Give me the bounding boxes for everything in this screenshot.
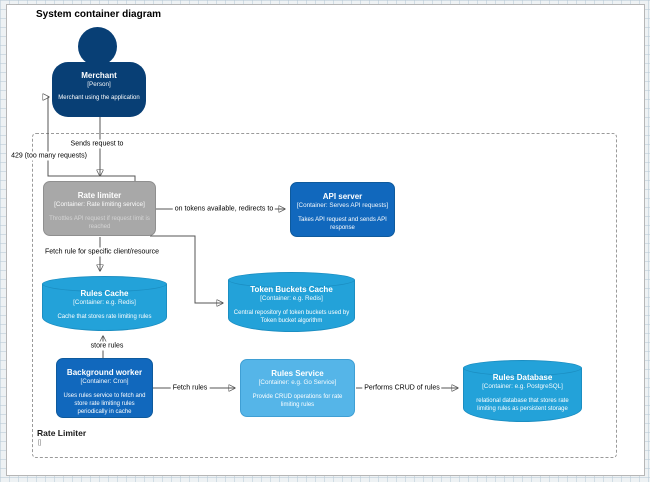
edge-label-redirects[interactable]: on tokens available, redirects to [172, 204, 276, 214]
node-type: [Container: e.g. PostgreSQL] [482, 383, 563, 390]
node-title: Merchant [81, 71, 117, 80]
node-description: Throttles API request if request limit i… [49, 216, 150, 230]
database-cylinder-top [42, 276, 167, 292]
node-description: Uses rules service to fetch and store ra… [63, 393, 146, 415]
node-description: Central repository of token buckets used… [233, 310, 350, 324]
node-title: Background worker [66, 368, 143, 377]
node-title: Rules Service [271, 369, 324, 378]
node-type: [Container: Cron] [80, 378, 129, 385]
database-cylinder-shape [228, 280, 355, 332]
edge-429-too-many-requests[interactable] [48, 97, 136, 181]
node-merchant[interactable]: Merchant [Person] Merchant using the app… [52, 27, 146, 117]
database-cylinder-shape [463, 368, 582, 422]
node-description: Provide CRUD operations for rate limitin… [252, 394, 343, 408]
node-title: Token Buckets Cache [250, 285, 333, 294]
edge-label-store-rules[interactable]: store rules [88, 341, 126, 351]
node-type: [Container: e.g. Redis] [260, 295, 323, 302]
database-cylinder-top [228, 272, 355, 288]
node-description: relational database that stores rate lim… [476, 398, 569, 412]
node-rules-cache[interactable]: Rules Cache [Container: e.g. Redis] Cach… [42, 276, 167, 331]
boundary-sublabel: [] [38, 440, 42, 446]
node-background-worker[interactable]: Background worker [Container: Cron] Uses… [56, 358, 153, 418]
node-rules-database[interactable]: Rules Database [Container: e.g. PostgreS… [463, 360, 582, 422]
node-rate-limiter[interactable]: Rate limiter [Container: Rate limiting s… [43, 181, 156, 236]
node-title: API server [322, 192, 363, 201]
rate-limiter-boundary[interactable] [32, 133, 617, 458]
edge-to-token-buckets-cache[interactable] [150, 235, 223, 303]
node-description: Cache that stores rate limiting rules [57, 314, 152, 320]
node-api-server[interactable]: API server [Container: Serves API reques… [290, 182, 395, 237]
node-rules-service[interactable]: Rules Service [Container: e.g. Go Servic… [240, 359, 355, 417]
edge-label-429[interactable]: 429 (too many requests) [9, 151, 89, 161]
edge-label-fetch-rules[interactable]: Fetch rules [170, 383, 210, 393]
edge-label-performs-crud[interactable]: Performs CRUD of rules [362, 383, 442, 393]
node-type: [Container: e.g. Redis] [73, 299, 136, 306]
boundary-label[interactable]: Rate Limiter [37, 428, 87, 438]
node-description: Merchant using the application [58, 95, 140, 101]
node-type: [Container: e.g. Go Service] [258, 379, 337, 386]
node-title: Rate limiter [77, 191, 122, 200]
node-title: Rules Database [492, 373, 553, 382]
node-title: Rules Cache [80, 289, 129, 298]
database-cylinder-top [463, 360, 582, 376]
node-token-buckets-cache[interactable]: Token Buckets Cache [Container: e.g. Red… [228, 272, 355, 332]
diagram-title[interactable]: System container diagram [36, 9, 162, 20]
person-body-shape [52, 62, 146, 117]
node-description: Takes API request and sends API response [298, 217, 387, 231]
node-type: [Container: Serves API requests] [296, 202, 389, 209]
node-type: [Person] [87, 81, 111, 88]
node-type: [Container: Rate limiting service] [54, 201, 145, 208]
edge-label-sends-request[interactable]: Sends request to [68, 139, 126, 149]
person-head-icon [78, 27, 117, 66]
edge-label-fetch-rule[interactable]: Fetch rule for specific client/resource [43, 247, 161, 257]
